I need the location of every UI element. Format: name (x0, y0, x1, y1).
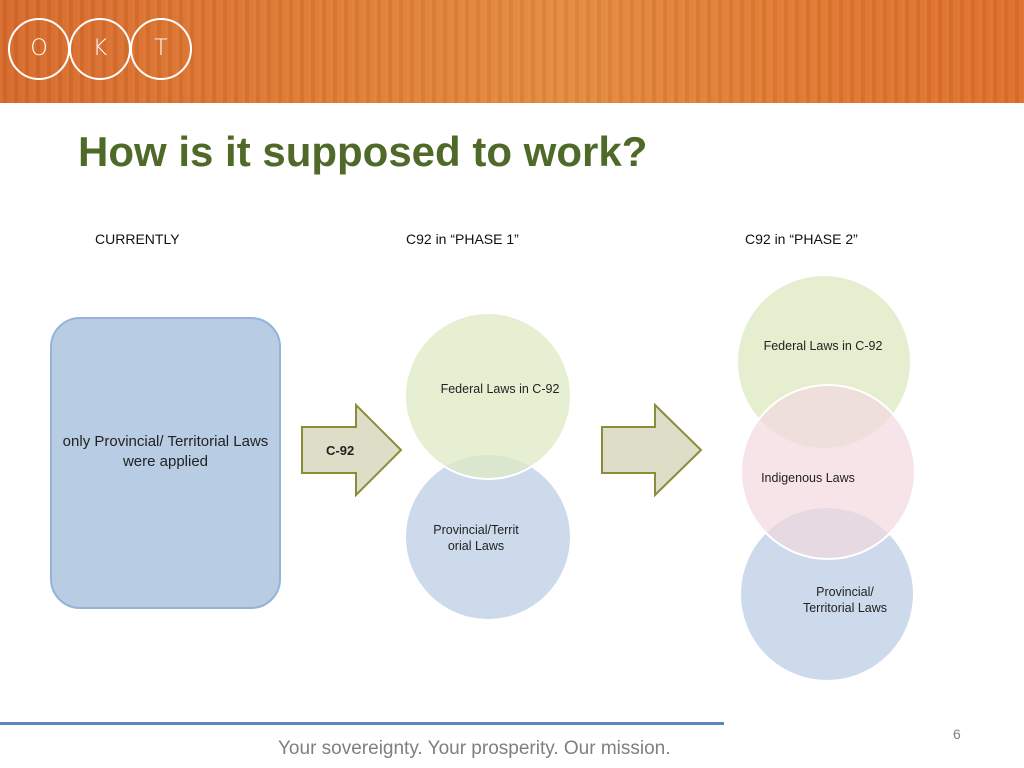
phase1-federal-circle (404, 312, 572, 480)
column-label-phase1: C92 in “PHASE 1” (406, 231, 519, 247)
phase1-federal-label: Federal Laws in C-92 (440, 382, 560, 396)
okt-logo: O K T (0, 0, 210, 103)
current-laws-box (50, 317, 281, 609)
slide-number: 6 (953, 726, 961, 742)
page-title: How is it supposed to work? (78, 128, 648, 175)
column-label-currently: CURRENTLY (95, 231, 180, 247)
phase2-indigenous-circle (740, 384, 916, 560)
phase2-indigenous-label: Indigenous Laws (761, 471, 855, 485)
arrow-1-label: C-92 (326, 443, 355, 458)
phase2-federal-label: Federal Laws in C-92 (763, 339, 883, 353)
column-label-phase2: C92 in “PHASE 2” (745, 231, 858, 247)
footer-divider (0, 722, 724, 725)
current-laws-text: only Provincial/ Territorial Laws were a… (62, 433, 269, 470)
arrow-2 (601, 402, 703, 498)
phase2-provincial-label: Provincial/ Territorial Laws (802, 585, 888, 615)
logo-letter-t: T (130, 18, 192, 80)
footer-tagline: Your sovereignty. Your prosperity. Our m… (278, 738, 671, 759)
arrow-1 (301, 402, 403, 498)
phase1-provincial-label: Provincial/Territ orial Laws (433, 523, 519, 553)
